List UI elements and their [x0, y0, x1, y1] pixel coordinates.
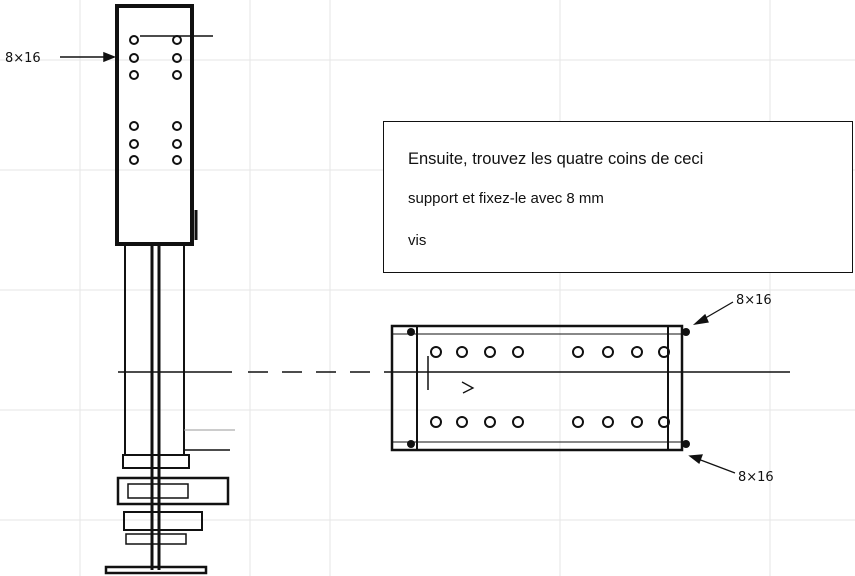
- left-callout-arrow: [60, 51, 117, 63]
- left-callout-label: 8×16: [5, 51, 41, 66]
- instruction-box: Ensuite, trouvez les quatre coins de cec…: [383, 121, 853, 273]
- horizontal-bracket: [390, 324, 690, 452]
- instruction-line-3: vis: [408, 232, 427, 249]
- vertical-post: [104, 4, 235, 575]
- instruction-line-1: Ensuite, trouvez les quatre coins de cec…: [408, 150, 704, 168]
- instruction-line-2: support et fixez-le avec 8 mm: [408, 190, 604, 207]
- right-bottom-callout-label: 8×16: [738, 470, 774, 485]
- right-bottom-callout-arrow: [688, 454, 736, 474]
- right-top-callout-label: 8×16: [736, 293, 772, 308]
- right-top-callout-arrow: [692, 301, 734, 325]
